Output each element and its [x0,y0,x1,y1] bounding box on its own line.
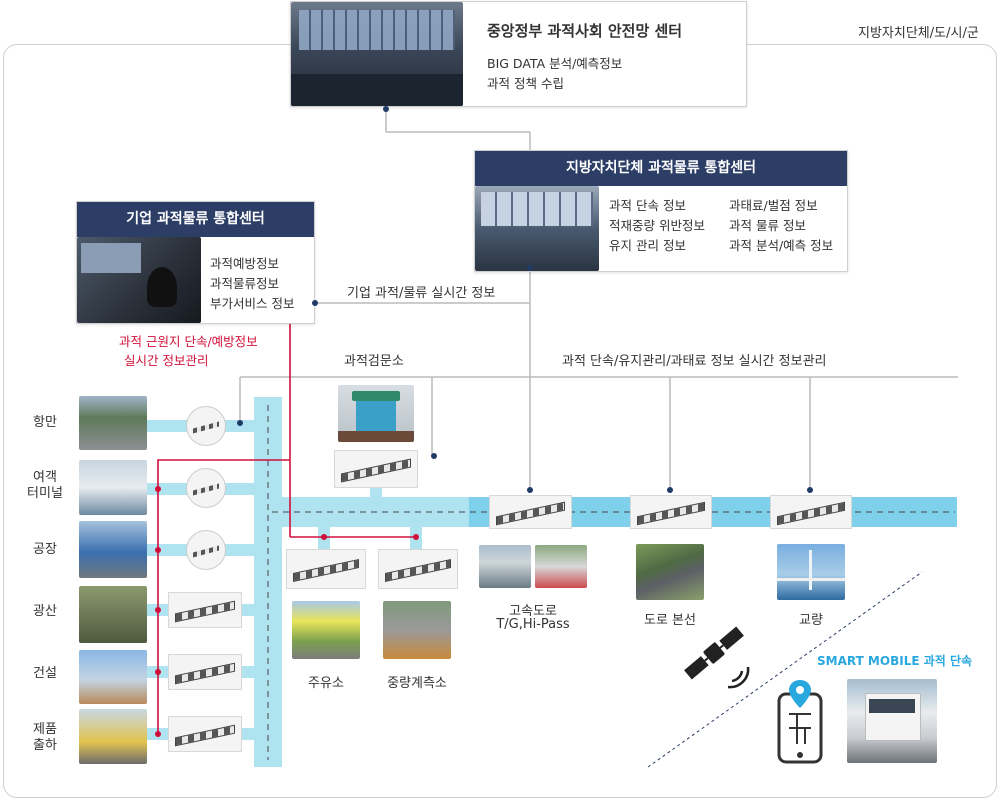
main-road-scale [630,495,712,529]
terminal-photo [79,460,147,515]
checkpoint-scale [334,450,418,488]
bridge-scale [770,495,852,529]
realtime-management-label: 과적 단속/유지관리/과태료 정보 실시간 정보관리 [562,354,827,369]
central-government-card: 중앙정부 과적사회 안전망 센터 BIG DATA 분석/예측정보 과적 정책 … [290,1,747,107]
gas-station-scale [286,549,366,589]
construction-scale [168,654,242,690]
highway-label-1: 고속도로 [509,604,557,619]
local-item-4: 과태료/벌점 정보 [729,198,818,213]
corp-realtime-label: 기업 과적/물류 실시간 정보 [347,286,496,301]
source-label-factory: 공장 [33,542,57,557]
main-road-label: 도로 본선 [644,613,696,628]
bridge-dot [807,487,813,493]
smart-mobile-truck-photo [847,679,937,763]
source-label-terminal: 여객 터미널 [27,470,63,501]
corp-center-photo [77,237,201,323]
source-label-mine: 광산 [33,604,57,619]
local-item-6: 과적 분석/예측 정보 [729,238,834,253]
central-line-2: 과적 정책 수립 [487,76,564,91]
bridge-photo [777,544,845,600]
construction-red-dot [155,669,161,675]
checkpoint-dot [431,453,437,459]
shipping-scale [168,716,242,752]
terminal-red-dot [155,486,161,492]
corp-red-label-1: 과적 근원지 단속/예방정보 [119,334,258,349]
highway-scale [489,495,572,529]
highway-dot [527,487,533,493]
weigh-station-photo [383,601,451,659]
highway-tollgate-photo [479,545,531,588]
construction-photo [79,650,147,704]
corp-connector-dot [312,300,318,306]
factory-red-dot [155,547,161,553]
central-title: 중앙정부 과적사회 안전망 센터 [487,22,683,40]
shipping-photo [79,709,147,764]
checkpoint-label: 과적검문소 [344,354,404,369]
factory-photo [79,521,147,578]
region-label: 지방자치단체/도/시/군 [858,26,979,41]
source-label-shipping: 제품 출하 [33,722,57,753]
weigh-red-dot [413,534,419,540]
highway-label-2: T/G,Hi-Pass [496,617,570,632]
corp-center-card: 기업 과적물류 통합센터 과적예방정보 과적물류정보 부가서비스 정보 [76,201,315,324]
mine-photo [79,586,147,643]
central-line-1: BIG DATA 분석/예측정보 [487,56,623,71]
mine-red-dot [155,607,161,613]
central-connector-dot [383,106,389,112]
terminal-scale-circle [186,468,226,508]
smart-mobile-label: SMART MOBILE 과적 단속 [817,654,973,668]
shipping-red-dot [155,731,161,737]
local-center-card: 지방자치단체 과적물류 통합센터 과적 단속 정보 적재중량 위반정보 유지 관… [474,150,848,272]
gas-red-dot [321,534,327,540]
port-navy-dot [237,420,243,426]
source-label-construction: 건설 [33,666,57,681]
local-center-title: 지방자치단체 과적물류 통합센터 [475,151,847,186]
source-label-port: 항만 [33,415,57,430]
bridge-label: 교량 [799,613,823,628]
port-photo [79,396,147,450]
local-item-1: 과적 단속 정보 [609,198,686,213]
corp-red-label-2: 실시간 정보관리 [124,353,209,368]
corp-center-title: 기업 과적물류 통합센터 [77,202,314,237]
local-connector-dot [527,265,533,271]
corp-item-3: 부가서비스 정보 [210,296,295,311]
corp-item-1: 과적예방정보 [210,256,280,271]
highway-hipass-photo [535,545,587,588]
local-center-photo [475,186,599,271]
weigh-station-scale [378,549,458,589]
gas-station-photo [292,601,360,659]
weigh-station-label: 중량계측소 [387,676,447,691]
main-road-photo [636,544,704,600]
satellite-icon [684,626,750,689]
control-room-photo [291,2,463,106]
local-item-2: 적재중량 위반정보 [609,218,705,233]
corp-item-2: 과적물류정보 [210,276,280,291]
factory-scale-circle [186,530,226,570]
main-road-dot [667,487,673,493]
local-item-5: 과적 물류 정보 [729,218,806,233]
gas-station-label: 주유소 [308,676,344,691]
mine-scale [168,592,242,628]
smartphone-map-icon [777,680,823,764]
port-scale-circle [186,406,226,446]
checkpoint-booth-photo [338,385,414,442]
local-item-3: 유지 관리 정보 [609,238,686,253]
